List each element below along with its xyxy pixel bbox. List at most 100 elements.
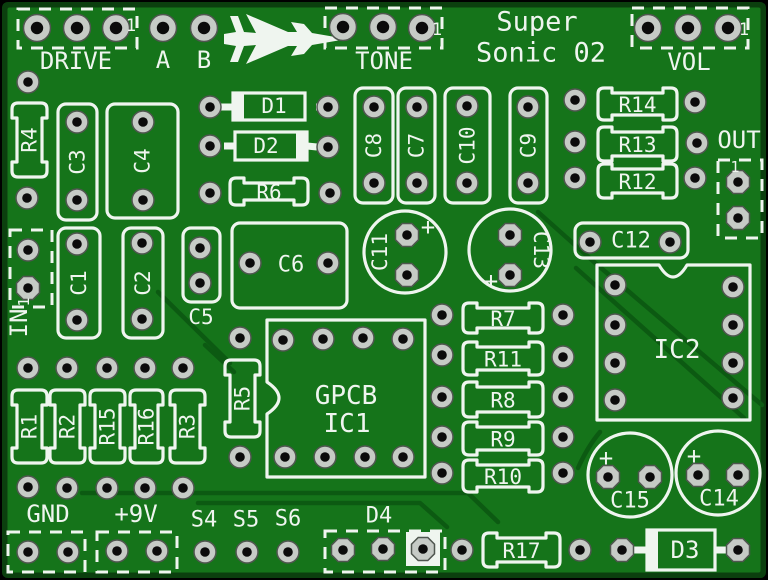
pad-hole (205, 102, 215, 112)
pad-hole (415, 21, 429, 35)
pad-hole (641, 21, 655, 35)
octagon-pad (725, 462, 751, 488)
drive-connector-outline (16, 7, 139, 50)
s6-label: S6 (275, 507, 302, 532)
power-label: +9V (114, 500, 157, 528)
pad-hole (235, 452, 245, 462)
tone-label: TONE (355, 47, 413, 75)
pad (171, 356, 195, 380)
octagon-pad (497, 222, 523, 248)
pad-hole (558, 310, 568, 320)
pad (603, 388, 627, 412)
octagon-pad (685, 462, 711, 488)
pad-hole (570, 95, 580, 105)
pad-hole (733, 177, 743, 187)
jack-pad (148, 13, 178, 43)
pad (15, 186, 39, 210)
pad-hole (245, 258, 255, 268)
pad-hole (112, 546, 122, 556)
capacitor-c4-outline (105, 102, 180, 220)
pad-hole (721, 21, 735, 35)
resistor-r7-outline (461, 301, 545, 335)
pad (55, 476, 79, 500)
gnd-label: GND (26, 500, 69, 528)
pad-hole (437, 432, 447, 442)
octagon-pad (370, 536, 396, 562)
pad-hole (558, 468, 568, 478)
pad (658, 230, 682, 254)
label-c2: C2 (131, 270, 155, 295)
copper-trace (202, 342, 237, 375)
pad (55, 356, 79, 380)
pad-hole (690, 173, 700, 183)
pad-hole (323, 142, 333, 152)
pad-hole (156, 21, 170, 35)
pad-hole (23, 283, 33, 293)
pad (16, 356, 40, 380)
jack-pad (407, 13, 437, 43)
pad (391, 327, 415, 351)
jack-pad (368, 12, 398, 42)
jack-pad (101, 13, 131, 43)
pad-hole (558, 392, 568, 402)
capacitor-c13-outline (467, 207, 553, 293)
pad (603, 273, 627, 297)
label-c7: C7 (405, 133, 429, 158)
capacitor-c8-outline (353, 86, 395, 205)
pad-hole (195, 243, 205, 253)
pad-hole (728, 358, 738, 368)
pad-hole (462, 101, 472, 111)
pad (450, 538, 474, 562)
pad (131, 110, 155, 134)
pad-hole (505, 230, 515, 240)
pad-hole (523, 178, 533, 188)
pad (193, 540, 217, 564)
pad-hole (280, 452, 290, 462)
pad-hole (457, 545, 467, 555)
label-c8: C8 (362, 133, 386, 158)
label-r13: R13 (619, 133, 657, 157)
capacitor-c6-outline (230, 221, 349, 310)
label-r14: R14 (619, 93, 657, 117)
copper-trace (155, 289, 233, 366)
label-r16: R16 (135, 408, 159, 446)
pad-hole (137, 238, 147, 248)
pad-hole (412, 102, 422, 112)
pad-hole (323, 102, 333, 112)
power-connector-outline (95, 530, 179, 574)
label-r6: R6 (256, 181, 281, 205)
pad (362, 95, 386, 119)
pad (683, 90, 707, 114)
octagon-pad (330, 537, 356, 563)
pad-hole (102, 483, 112, 493)
pad-hole (376, 20, 390, 34)
c13-label: C13 (529, 231, 553, 269)
label-c1: C1 (67, 270, 91, 295)
pad-hole (610, 358, 620, 368)
pad-hole (665, 237, 675, 247)
pad-hole (72, 315, 82, 325)
d4-label: D4 (366, 504, 393, 529)
pad-hole (437, 310, 447, 320)
octagon-pad (394, 262, 420, 288)
pad (391, 445, 415, 469)
pad (16, 540, 40, 564)
pad-hole (437, 392, 447, 402)
pad (188, 236, 212, 260)
pad (133, 356, 157, 380)
capacitor-c9-outline (508, 86, 549, 205)
pad-hole (62, 363, 72, 373)
d1-label: D1 (261, 94, 286, 118)
pad-hole (22, 193, 32, 203)
pad-hole (152, 546, 162, 556)
c13-plus-marker: + (484, 267, 498, 295)
capacitor-c3-outline (56, 102, 99, 222)
pad-hole (72, 239, 82, 249)
pad (271, 328, 295, 352)
pad (235, 540, 259, 564)
jack-pad (189, 13, 219, 43)
pad (131, 188, 155, 212)
pad-hole (645, 472, 655, 482)
pad-hole (178, 483, 188, 493)
octagon-pad (410, 536, 436, 562)
